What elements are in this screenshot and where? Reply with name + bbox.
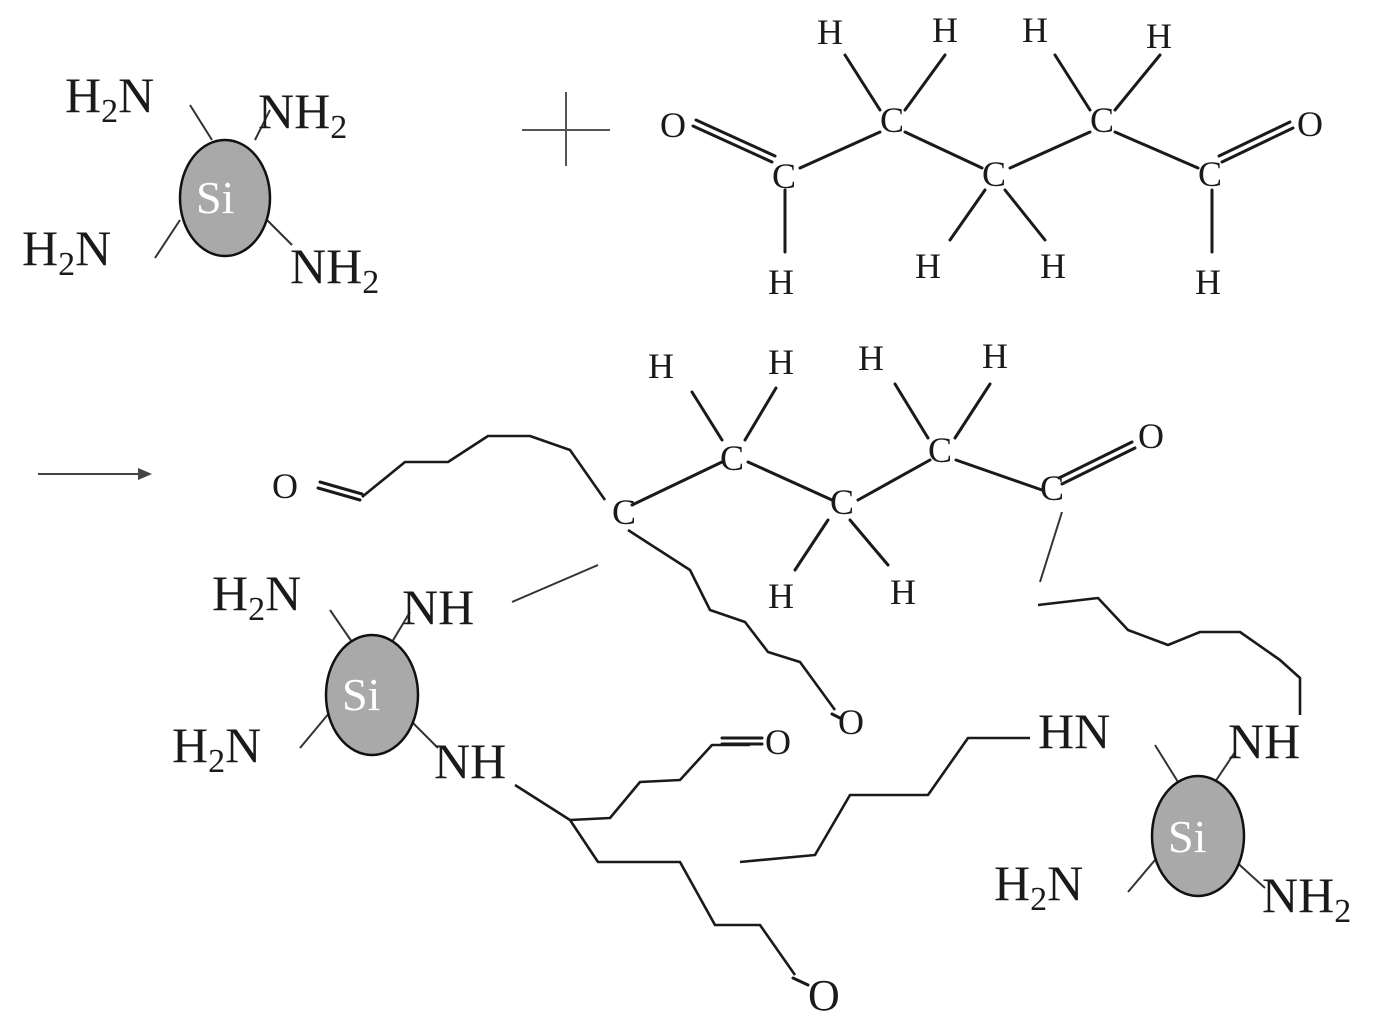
secondary-amine-label: NH [402, 579, 474, 635]
amine-group-label: NH2 [258, 83, 347, 146]
oxygen-atom: O [808, 971, 840, 1020]
reactant-silica-particle: Si H2N NH2 H2N NH2 [22, 67, 379, 301]
hydrogen-atom: H [768, 576, 794, 616]
reaction-arrow [38, 468, 152, 480]
hydrogen-atom: H [648, 346, 674, 386]
aldehyde-chain: O [627, 528, 864, 742]
hydrogen-atom: H [890, 572, 916, 612]
crosslinked-product: O C C C C C H H H H H H O O [172, 336, 1351, 1020]
imine-link [511, 564, 599, 603]
carbon-atom: C [928, 430, 952, 470]
oxygen-atom: O [765, 722, 791, 762]
oxygen-atom: O [838, 702, 864, 742]
hydrogen-atom: H [982, 336, 1008, 376]
hydrogen-atom: H [817, 12, 843, 52]
amine-group-label: H2N [212, 565, 301, 628]
amine-group-label: H2N [994, 855, 1083, 918]
carbon-atom: C [1198, 154, 1222, 194]
right-linker-chain [1037, 511, 1302, 715]
secondary-amine-label: NH [1228, 713, 1300, 769]
hydrogen-atom: H [1022, 10, 1048, 50]
carbon-atom: C [1040, 468, 1064, 508]
si-label: Si [196, 172, 234, 223]
bond [254, 109, 271, 141]
hydrogen-atom: H [768, 342, 794, 382]
carbon-atom: C [1090, 100, 1114, 140]
oxygen-atom: O [272, 466, 298, 506]
hydrogen-atom: H [932, 10, 958, 50]
oxygen-atom: O [1297, 104, 1323, 144]
carbon-atom: C [612, 492, 636, 532]
hydrogen-atom: H [1146, 16, 1172, 56]
carbon-atom: C [830, 482, 854, 522]
plus-sign [522, 92, 610, 166]
lower-branched-chain: O O [514, 722, 1030, 1020]
aldehyde-chain: O [272, 434, 607, 506]
amine-group-label: NH2 [290, 238, 379, 301]
oxygen-atom: O [660, 105, 686, 145]
oxygen-atom: O [1138, 416, 1164, 456]
si-label: Si [342, 669, 380, 720]
amine-group-label: H2N [172, 717, 261, 780]
carbon-atom: C [772, 156, 796, 196]
amine-group-label: H2N [22, 220, 111, 283]
bond [189, 104, 213, 141]
hydrogen-atom: H [915, 246, 941, 286]
amine-group-label: H2N [65, 67, 154, 130]
hydrogen-atom: H [858, 338, 884, 378]
hydrogen-atom: H [768, 262, 794, 302]
carbon-atom: C [720, 438, 744, 478]
secondary-amine-label: NH [434, 733, 506, 789]
amine-group-label: NH2 [1262, 867, 1351, 930]
product-silica-particle-right: Si HN NH H2N NH2 [994, 703, 1351, 930]
bond [154, 219, 181, 259]
carbon-atom: C [880, 100, 904, 140]
hydrogen-atom: H [1040, 246, 1066, 286]
carbon-atom: C [982, 154, 1006, 194]
central-crosslinker-unit: O C C C C C H H H H H H [612, 336, 1164, 616]
hydrogen-atom: H [1195, 262, 1221, 302]
silica-core [178, 138, 272, 258]
silica-core [324, 633, 420, 757]
si-label: Si [1168, 811, 1206, 862]
product-silica-particle-left: Si H2N NH H2N NH [172, 565, 506, 789]
glutaraldehyde-molecule: O O C C C C C H H H H H H H H [660, 10, 1323, 302]
secondary-amine-label: HN [1038, 703, 1110, 759]
silica-core [1150, 774, 1246, 898]
